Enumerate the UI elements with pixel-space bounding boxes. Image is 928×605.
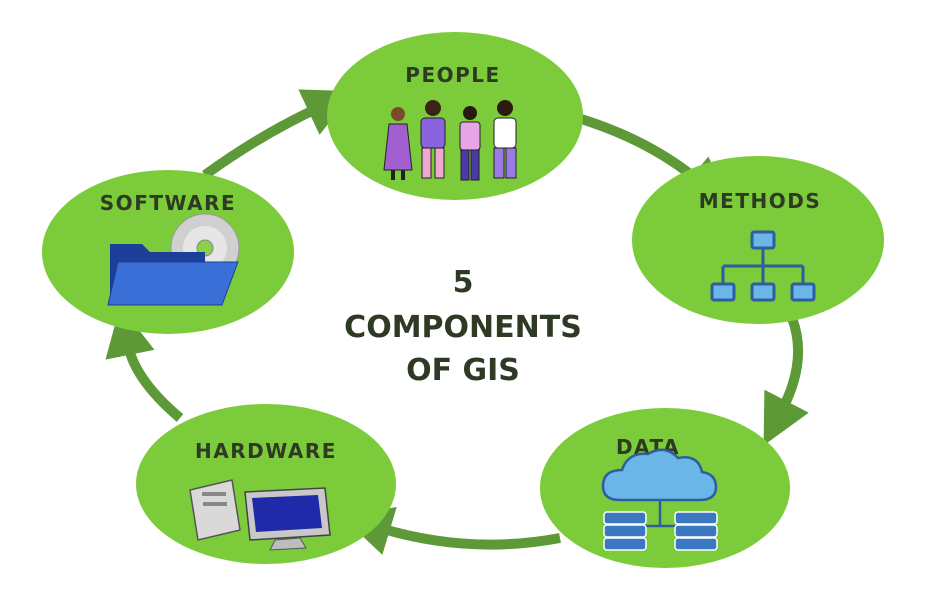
node-people: PEOPLE (327, 32, 583, 200)
cloud-database-icon (601, 448, 718, 551)
arrow-methods-to-data (763, 316, 809, 446)
center-title-line-1: 5 (453, 265, 474, 300)
hierarchy-chart-icon (710, 230, 816, 302)
node-methods: METHODS (632, 156, 884, 324)
node-label-hardware: HARDWARE (195, 439, 337, 463)
arrow-data-to-hardware (341, 506, 561, 555)
node-data: DATA (540, 408, 790, 568)
arrow-hardware-to-software (105, 305, 184, 422)
node-hardware: HARDWARE (136, 404, 396, 564)
folder-disc-icon (107, 213, 240, 306)
node-label-methods: METHODS (699, 189, 821, 213)
center-title-line-3: OF GIS (406, 353, 520, 388)
arrow-people-to-methods (576, 113, 731, 208)
people-group-icon (383, 100, 517, 181)
center-title: 5 COMPONENTS OF GIS (344, 265, 582, 388)
desktop-computer-icon (189, 479, 331, 551)
node-label-software: SOFTWARE (100, 191, 236, 215)
node-label-people: PEOPLE (405, 63, 500, 87)
node-software: SOFTWARE (42, 170, 294, 334)
center-title-line-2: COMPONENTS (344, 310, 582, 345)
arrow-software-to-people (202, 89, 355, 180)
